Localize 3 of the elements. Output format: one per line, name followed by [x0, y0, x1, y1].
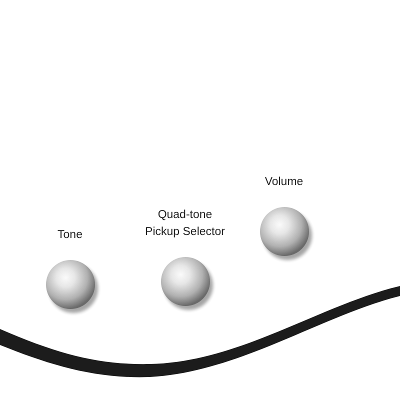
control-label: Volume	[264, 175, 304, 190]
control-label: Tone	[56, 228, 84, 243]
control-label: Quad-tone Pickup Selector	[144, 208, 226, 240]
